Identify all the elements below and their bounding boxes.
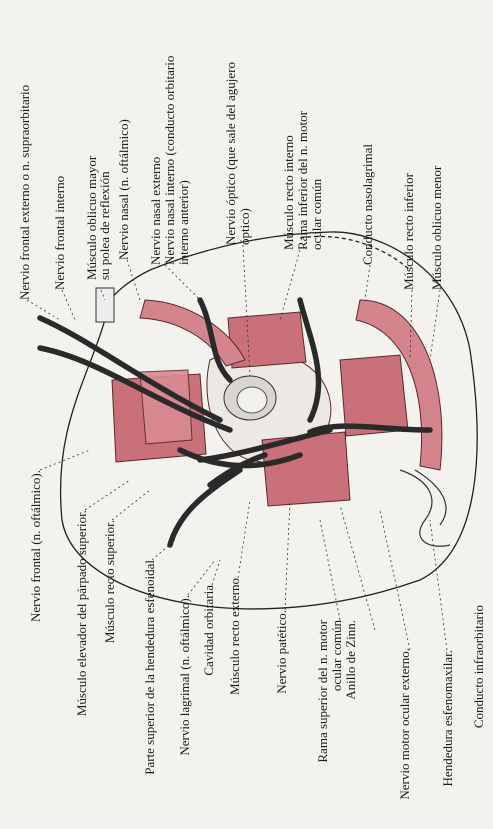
label-recto-inferior: Músculo recto inferior — [401, 172, 416, 290]
label-recto-externo: Músculo recto externo — [227, 578, 242, 695]
muscles — [112, 300, 442, 506]
label-esfenomaxilar: Hendedura esfenomaxilar. — [440, 650, 455, 786]
labels-top: Nervio frontal externo o n. supraorbitar… — [17, 56, 444, 300]
label-nasal-interno-1: Nervio nasal interno (conducto orbitario — [162, 56, 177, 265]
label-obliquo-mayor-2: su polea de reflexión — [97, 171, 112, 280]
label-frontal-interno: Nervio frontal interno — [52, 176, 67, 290]
label-elevador: Músculo elevador del párpado superior. — [74, 510, 89, 716]
label-supraorbitario: Nervio frontal externo o n. supraorbitar… — [17, 85, 32, 300]
label-obliquo-menor: Músculo oblicuo menor — [429, 165, 444, 290]
label-nasal-externo: Nervio nasal externo — [148, 157, 163, 265]
label-recto-interno: Músculo recto interno — [281, 135, 296, 250]
label-motor-ocular-externo: Nervio motor ocular externo. — [397, 648, 412, 800]
polea-reflexion — [96, 288, 114, 322]
conducto-infraorbitario — [400, 470, 450, 546]
label-hendedura-sup: Parte superior de la hendedura esfenoida… — [142, 560, 157, 775]
label-recto-superior: Músculo recto superior. — [102, 520, 117, 643]
label-nasal-interno-2: interno anterior) — [176, 180, 191, 265]
label-rama-inferior-2: ocular común — [309, 178, 324, 250]
label-patetico: Nervio patético. — [274, 610, 289, 694]
label-rama-inferior-1: Rama inferior del n. motor — [295, 110, 310, 250]
label-optico-1: Nervio óptico (que sale del agujero — [223, 62, 238, 245]
label-rama-superior-2: ocular común — [329, 620, 344, 692]
label-rama-superior-1: Rama superior del n. motor — [315, 619, 330, 762]
optic-nerve — [224, 376, 276, 420]
label-lagrimal: Nervio lagrimal (n. oftálmico). — [177, 595, 192, 756]
label-nasolagrimal: Conducto nasolagrimal — [360, 144, 375, 265]
labels-bottom: Nervio frontal (n. oftálmico). Músculo e… — [28, 470, 486, 800]
label-nasal: Nervio nasal (n. oftálmico) — [116, 119, 131, 260]
label-infraorbitario: Conducto infraorbitario — [471, 605, 486, 728]
label-cavidad: Cavidad orbitaria — [201, 585, 216, 676]
label-zinn: Anillo de Zinn. — [343, 620, 358, 700]
label-optico-2: óptico) — [237, 208, 252, 245]
label-frontal: Nervio frontal (n. oftálmico). — [28, 470, 43, 622]
